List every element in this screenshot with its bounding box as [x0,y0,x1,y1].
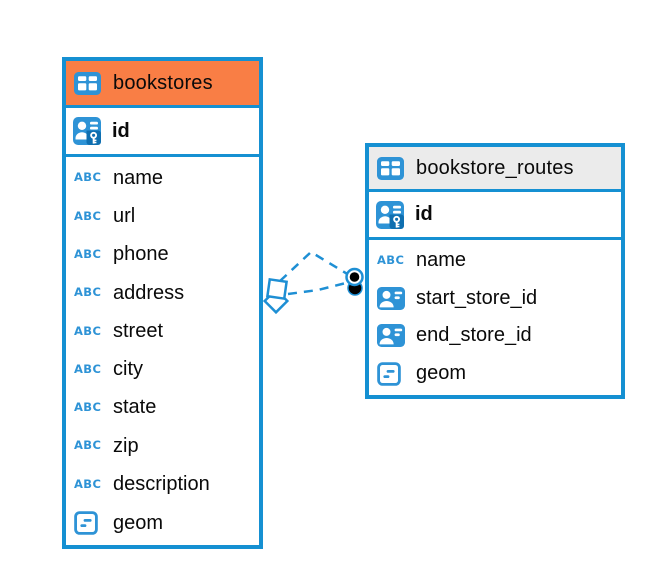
relationship-link-lower[interactable] [287,281,347,296]
table-bookstores[interactable]: bookstores id A [62,57,263,549]
column-name: city [113,358,143,381]
table-icon [377,156,407,180]
column-name: name [113,166,164,189]
column-row-end-store-id[interactable]: end_store_id [369,324,621,348]
column-name: geom [416,362,467,385]
column-row-start-store-id[interactable]: start_store_id [369,286,621,310]
column-row-city[interactable]: ABC city [66,358,259,381]
column-row-state[interactable]: ABC state [66,396,259,419]
column-row-address[interactable]: ABC address [66,282,259,305]
column-row-name[interactable]: ABC name [66,167,259,190]
column-row-geom[interactable]: geom [66,511,259,536]
column-row-street[interactable]: ABC street [66,320,259,343]
text-type-icon: ABC [74,323,102,338]
reference-type-icon [377,324,407,348]
column-name: address [113,281,185,304]
column-row-url[interactable]: ABC url [66,205,259,228]
table-name: bookstore_routes [416,156,574,179]
column-name: phone [113,243,169,266]
column-name: id [415,203,433,225]
table-bookstore-routes[interactable]: bookstore_routes id [365,143,625,399]
column-name: end_store_id [416,324,532,347]
table-header[interactable]: bookstore_routes [369,147,621,192]
column-name: state [113,396,157,419]
column-name: street [113,319,164,342]
relationship-dot-marker[interactable] [345,267,364,296]
text-type-icon: ABC [74,170,102,185]
column-row-id[interactable]: id [66,108,259,157]
primary-key-icon [73,117,103,145]
geometry-type-icon [377,361,407,386]
text-type-icon: ABC [74,438,102,453]
column-row-phone[interactable]: ABC phone [66,243,259,266]
column-name: id [112,119,130,142]
relationship-link-upper[interactable] [279,250,350,282]
table-header[interactable]: bookstores [66,61,259,108]
table-name: bookstores [113,71,213,94]
primary-key-icon [376,200,406,229]
column-row-id[interactable]: id [369,192,621,240]
column-name: zip [113,434,139,457]
column-name: name [416,249,467,272]
text-type-icon: ABC [74,208,102,223]
relationship-diamond-marker[interactable] [262,277,290,315]
reference-type-icon [377,286,407,310]
text-type-icon: ABC [74,285,102,300]
text-type-icon: ABC [74,476,102,491]
text-type-icon: ABC [74,361,102,376]
column-name: url [113,204,136,227]
column-name: start_store_id [416,286,538,309]
geometry-type-icon [74,511,104,536]
table-columns: ABC name ABC url ABC phone ABC address A… [66,157,259,545]
column-row-zip[interactable]: ABC zip [66,435,259,458]
column-row-name[interactable]: ABC name [369,249,621,272]
text-type-icon: ABC [74,246,102,261]
column-name: geom [113,511,164,534]
column-row-description[interactable]: ABC description [66,473,259,496]
text-type-icon: ABC [74,400,102,415]
column-name: description [113,473,210,496]
text-type-icon: ABC [377,253,405,267]
column-row-geom[interactable]: geom [369,361,621,386]
table-icon [74,71,104,95]
table-columns: ABC name start_store_id [369,240,621,395]
